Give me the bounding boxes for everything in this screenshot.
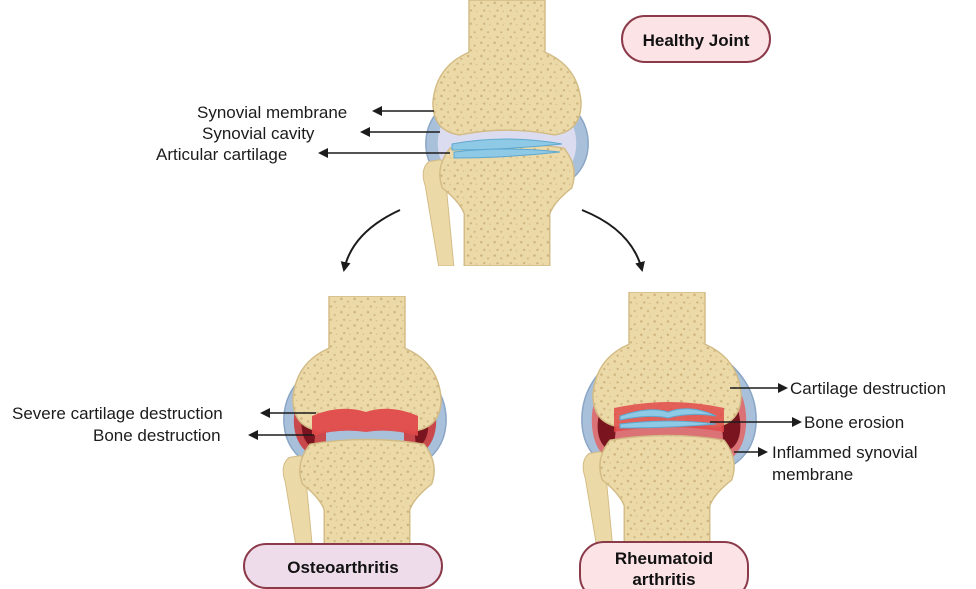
label-cartilage-destruction: Cartilage destruction [790,379,946,398]
rheumatoid-title-line1: Rheumatoid [615,549,713,568]
osteoarthritis-title: Osteoarthritis [287,558,398,577]
osteoarthritis-joint: Osteoarthritis Severe cartilage destruct… [12,296,446,588]
label-inflamed-membrane: membrane [772,465,853,484]
rheumatoid-title-line2: arthritis [632,570,695,589]
label-synovial-cavity: Synovial cavity [202,124,315,143]
healthy-joint: Healthy Joint Synovial membrane Synovial… [156,0,770,266]
healthy-joint-title: Healthy Joint [643,31,750,50]
rheumatoid-joint: Rheumatoid arthritis Cartilage destructi… [580,292,946,589]
label-inflamed-synovial: Inflammed synovial [772,443,918,462]
arrow-to-osteoarthritis [344,210,400,270]
arrow-to-rheumatoid [582,210,642,270]
label-bone-destruction: Bone destruction [93,426,221,445]
label-synovial-membrane: Synovial membrane [197,103,347,122]
label-bone-erosion: Bone erosion [804,413,904,432]
label-severe-cartilage-destruction: Severe cartilage destruction [12,404,223,423]
label-articular-cartilage: Articular cartilage [156,145,287,164]
